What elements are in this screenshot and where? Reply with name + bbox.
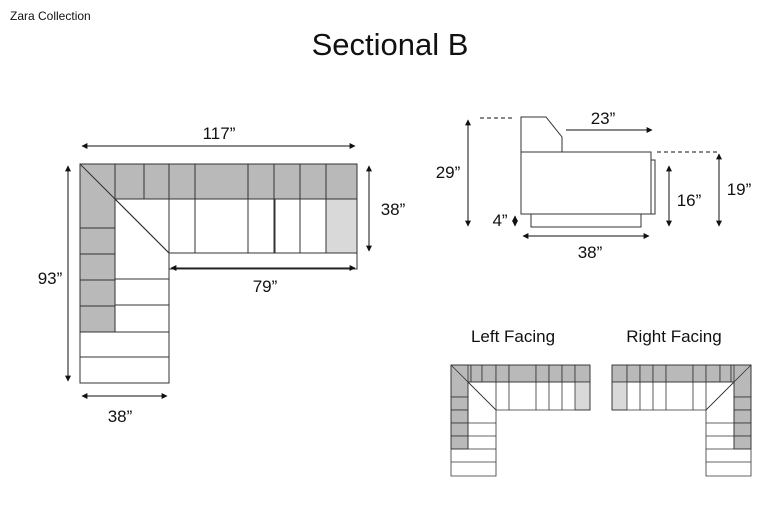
back-cushions-left (79, 163, 116, 333)
dim-section-depth: 38” (381, 200, 406, 219)
dim-back-depth: 23” (591, 109, 616, 128)
right-facing-thumbnail (611, 364, 752, 477)
dim-leg-height: 4” (492, 211, 507, 230)
profile-base (530, 213, 642, 228)
profile-arm (650, 159, 656, 215)
dim-sofa-run: 79” (253, 277, 278, 296)
profile-body (520, 151, 652, 215)
left-facing-thumbnail (450, 364, 591, 477)
page-title: Sectional B (311, 27, 469, 62)
collection-name: Zara Collection (10, 9, 91, 23)
top-view-plan (79, 163, 358, 384)
dim-profile-depth: 38” (578, 243, 603, 262)
seat-cushions-left (80, 199, 169, 358)
dim-seat-height: 16” (677, 191, 702, 210)
side-profile (520, 116, 656, 228)
right-facing-label: Right Facing (626, 327, 721, 346)
left-facing-label: Left Facing (471, 327, 555, 346)
dim-chaise-width: 38” (108, 407, 133, 426)
right-arm (325, 198, 358, 254)
dim-width-total: 117” (203, 124, 236, 143)
dim-depth-total: 93” (38, 269, 63, 288)
dim-arm-height: 19” (727, 180, 752, 199)
profile-back (520, 116, 563, 153)
seat-cushions-top (194, 199, 301, 253)
plan-dimensions (65, 143, 372, 399)
dim-overall-height: 29” (436, 163, 461, 182)
profile-dimensions (465, 117, 722, 239)
back-cushions-top (79, 163, 358, 200)
